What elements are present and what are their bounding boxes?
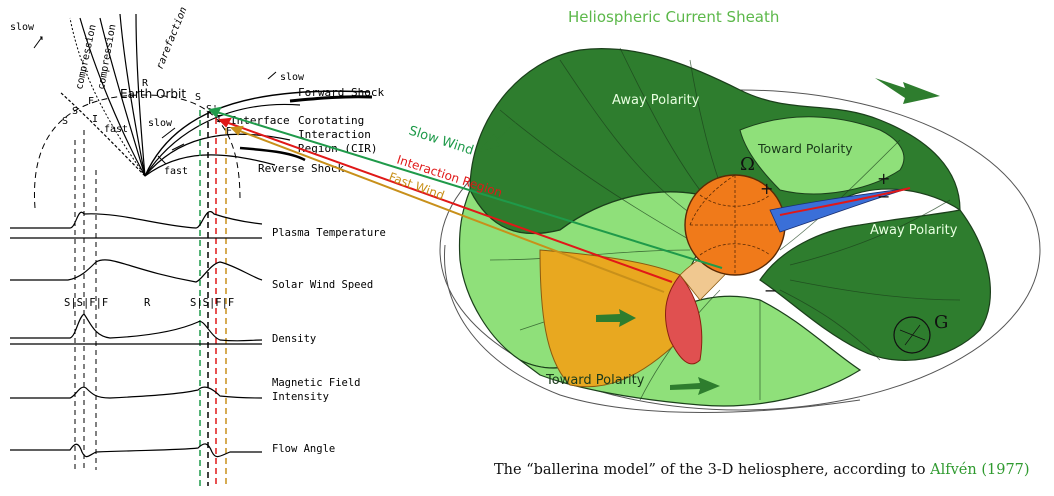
rotation-arrow-bottom: [670, 377, 720, 395]
label-reverse-shock: Reverse Shock: [258, 162, 344, 175]
plus-sign-streamer: +: [877, 169, 890, 188]
label-I-top: I: [92, 114, 98, 125]
label-away-right: Away Polarity: [870, 223, 958, 238]
boundary-right: S|S|F|F: [190, 297, 234, 309]
profile-density: [10, 313, 263, 342]
label-toward-top: Toward Polarity: [757, 141, 853, 156]
slow-wind-ray: [209, 109, 723, 269]
profile-speed: [10, 259, 263, 283]
flow-arrow-slab: [596, 309, 636, 327]
label-away-top: Away Polarity: [612, 93, 700, 108]
label-slow-mid: slow: [148, 118, 173, 129]
helio-title: Heliospheric Current Sheath: [568, 8, 779, 26]
label-S-top-2: S: [72, 106, 78, 117]
caption-ref-name[interactable]: Alfvén: [930, 462, 977, 478]
label-cir-1: Corotating: [298, 114, 364, 127]
figure-caption: The “ballerina model” of the 3-D heliosp…: [494, 462, 1054, 478]
profile-label-magnetic-1: Magnetic Field: [272, 377, 361, 389]
profile-label-temperature: Plasma Temperature: [272, 227, 386, 239]
profile-label-flow-angle: Flow Angle: [272, 443, 335, 455]
profile-label-density: Density: [272, 333, 316, 345]
label-S-right: S: [195, 92, 201, 103]
minus-sign-streamer: −: [877, 187, 890, 206]
boundary-mid: R: [144, 297, 151, 309]
profile-label-magnetic-2: Intensity: [272, 391, 329, 403]
label-earth-orbit: Earth Orbit: [120, 87, 186, 101]
label-rarefaction: rarefaction: [155, 6, 190, 72]
label-cir-2: Interaction: [298, 128, 371, 141]
caption-ref-year[interactable]: (1977): [981, 462, 1030, 478]
label-compression-1: compression: [74, 24, 99, 91]
label-slow-wind: Slow Wind: [407, 124, 476, 159]
label-interface: Interface: [230, 114, 290, 127]
label-R-top: R: [142, 78, 149, 89]
interaction-ray: [219, 119, 673, 283]
label-F-top: F: [88, 96, 94, 107]
guide-lines-right: [199, 110, 227, 486]
profile-temperature: [10, 211, 263, 229]
omega-symbol: Ω: [740, 154, 755, 175]
label-fast-2: fast: [164, 166, 188, 177]
label-forward-shock: Forward Shock: [298, 86, 384, 99]
boundary-left: S|S|F|F: [64, 297, 108, 309]
rotation-arrow-left: [478, 118, 520, 152]
profile-magnetic: [10, 386, 263, 399]
profile-flow-angle: [10, 443, 262, 458]
fast-wind-ray: [231, 127, 665, 293]
wind-rays: [207, 106, 723, 293]
label-toward-bottom: Toward Polarity: [545, 373, 645, 388]
profile-label-speed: Solar Wind Speed: [272, 279, 373, 291]
label-S-top: S: [62, 116, 68, 127]
caption-text: The “ballerina model” of the 3-D heliosp…: [494, 462, 926, 478]
profile-curves: [10, 211, 263, 458]
label-slow-right: slow: [280, 72, 305, 83]
rotation-arrow-top-right: [875, 78, 940, 104]
label-fast-1: fast: [104, 124, 128, 135]
sheet-light-right: [739, 116, 905, 195]
interaction-slab-red: [664, 274, 703, 365]
label-compression-2: compression: [96, 23, 118, 90]
label-F-right: F: [226, 126, 232, 137]
guide-lines-left: [74, 130, 97, 470]
label-slow-left: slow: [10, 22, 35, 33]
G-symbol: G: [934, 312, 948, 333]
plus-sign-sun: +: [760, 179, 773, 198]
sheet-dark-right: [759, 209, 991, 361]
minus-sign-sun: −: [764, 281, 777, 300]
